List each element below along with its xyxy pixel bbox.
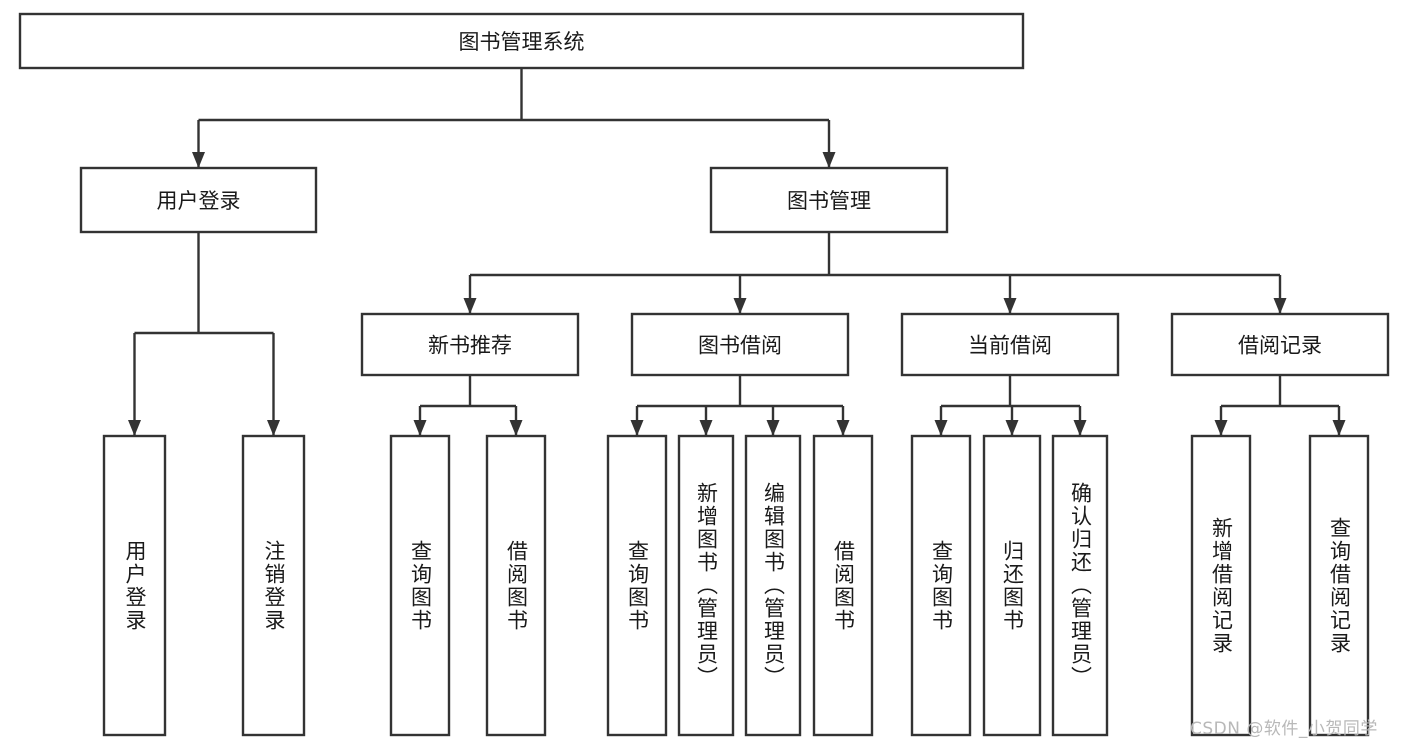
- node-leaf-return-book[interactable]: [982, 434, 1042, 737]
- node-root[interactable]: [18, 12, 1025, 70]
- node-leaf-borrow-book-2[interactable]: [812, 434, 874, 737]
- node-box-layer: [18, 12, 1390, 737]
- arrow-head-icon: [766, 420, 780, 436]
- node-leaf-query-book-3[interactable]: [910, 434, 972, 737]
- arrow-head-icon: [509, 420, 523, 436]
- arrow-head-icon: [1073, 420, 1087, 436]
- arrow-head-icon: [733, 298, 747, 314]
- book-borrow-label: 图书借阅: [698, 334, 782, 358]
- book-manage-label: 图书管理: [787, 189, 871, 213]
- node-leaf-query-record[interactable]: [1308, 434, 1370, 737]
- node-leaf-user-login[interactable]: [102, 434, 167, 737]
- node-current-borrow[interactable]: [900, 312, 1120, 377]
- root-label: 图书管理系统: [459, 30, 585, 54]
- node-new-book-rec[interactable]: [360, 312, 580, 377]
- node-leaf-borrow-book-1[interactable]: [485, 434, 547, 737]
- node-book-borrow[interactable]: [630, 312, 850, 377]
- arrow-head-icon: [1332, 420, 1346, 436]
- arrow-head-icon: [836, 420, 850, 436]
- arrow-head-icon: [822, 152, 836, 168]
- current-borrow-label: 当前借阅: [968, 334, 1052, 358]
- arrow-head-icon: [699, 420, 713, 436]
- node-borrow-record[interactable]: [1170, 312, 1390, 377]
- node-leaf-query-book-2[interactable]: [606, 434, 668, 737]
- arrow-head-icon: [1214, 420, 1228, 436]
- arrow-head-icon: [192, 152, 205, 168]
- arrow-head-icon: [1005, 420, 1019, 436]
- node-leaf-edit-book[interactable]: [744, 434, 802, 737]
- borrow-record-label: 借阅记录: [1238, 334, 1322, 358]
- csdn-watermark: CSDN @软件_小贺同学: [1190, 719, 1378, 739]
- arrow-head-icon: [630, 420, 644, 436]
- user-login-label: 用户登录: [157, 189, 241, 213]
- arrow-head-icon: [128, 420, 141, 436]
- arrow-head-icon: [463, 298, 477, 314]
- node-book-manage[interactable]: [709, 166, 949, 234]
- node-leaf-confirm-return[interactable]: [1051, 434, 1109, 737]
- arrow-head-icon: [413, 420, 427, 436]
- new-book-rec-label: 新书推荐: [428, 334, 512, 358]
- node-leaf-logout[interactable]: [241, 434, 306, 737]
- node-leaf-add-book[interactable]: [677, 434, 735, 737]
- arrow-head-icon: [1003, 298, 1017, 314]
- arrow-head-icon: [1273, 298, 1287, 314]
- arrow-head-icon: [934, 420, 948, 436]
- connector-layer: [128, 68, 1346, 436]
- node-user-login[interactable]: [79, 166, 318, 234]
- arrow-head-icon: [267, 420, 280, 436]
- node-leaf-add-record[interactable]: [1190, 434, 1252, 737]
- node-leaf-query-book-1[interactable]: [389, 434, 451, 737]
